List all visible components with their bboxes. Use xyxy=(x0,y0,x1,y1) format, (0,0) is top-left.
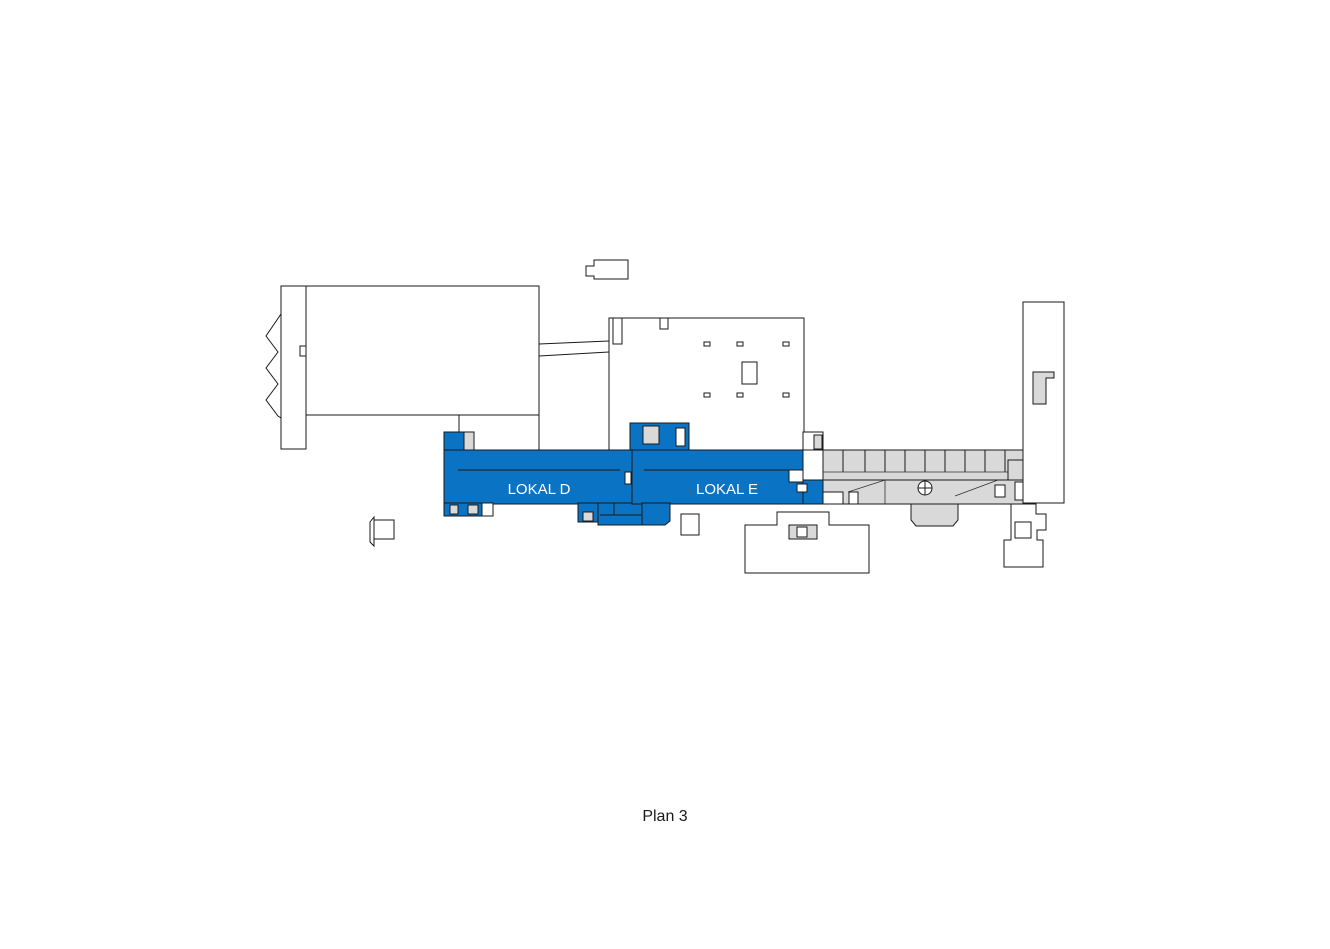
building-east-outline xyxy=(1022,301,1065,504)
interior-details xyxy=(449,450,808,522)
plan-caption: Plan 3 xyxy=(642,808,688,825)
annex-south-outlines xyxy=(369,503,1047,574)
connector-outline xyxy=(538,340,610,357)
annex-north-outline xyxy=(585,259,629,280)
lokal-e-label: LOKAL E xyxy=(696,481,758,498)
unit-lokal-e-area[interactable] xyxy=(629,422,824,526)
lokal-d-label: LOKAL D xyxy=(508,481,571,498)
common-area-east-wing xyxy=(802,431,1024,527)
building-west-outline xyxy=(265,285,540,450)
